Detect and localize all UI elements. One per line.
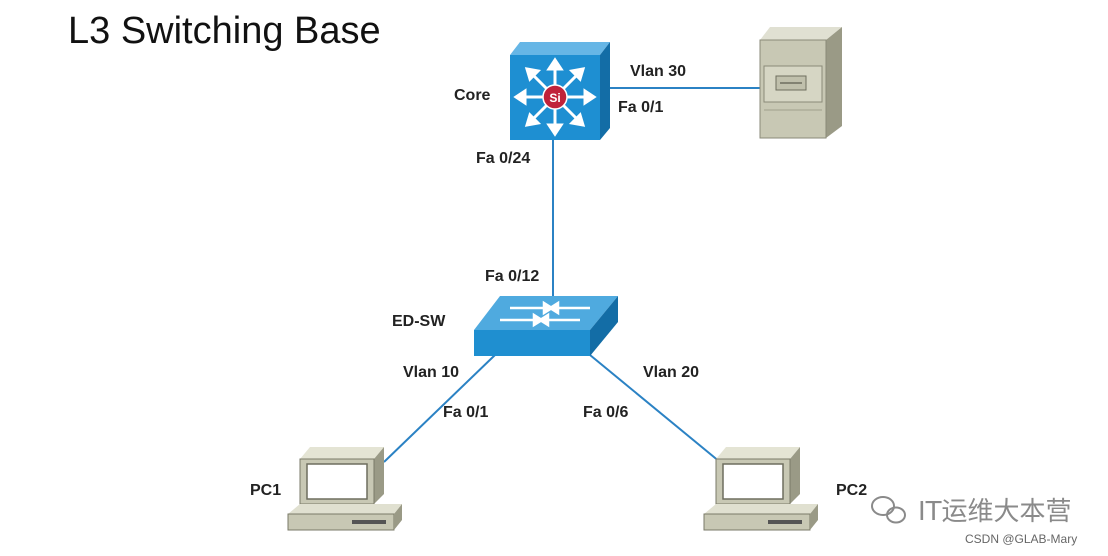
link-edge-pc2: [589, 354, 721, 463]
edge-fa06-label: Fa 0/6: [583, 404, 629, 421]
core-label: Core: [454, 87, 491, 104]
watermark-text: IT运维大本营: [918, 497, 1072, 527]
vlan20-label: Vlan 20: [643, 364, 700, 381]
diagram-title: L3 Switching Base: [68, 10, 381, 52]
layer3-switch-icon: Si: [510, 42, 610, 140]
pc1-label: PC1: [250, 482, 282, 499]
server-icon: [759, 27, 842, 139]
pc2-label: PC2: [836, 482, 868, 499]
watermark-credit: CSDN @GLAB-Mary: [965, 532, 1078, 546]
pc2-icon: [703, 447, 818, 531]
link-edge-pc1: [383, 354, 496, 463]
layer2-switch-icon: [474, 296, 618, 356]
edge-switch-label: ED-SW: [392, 313, 446, 330]
core-fa01-label: Fa 0/1: [618, 99, 664, 116]
core-fa024-label: Fa 0/24: [476, 150, 531, 167]
wechat-icon: [871, 496, 906, 524]
pc1-icon: [287, 447, 402, 531]
svg-text:Si: Si: [549, 91, 560, 105]
edge-fa012-label: Fa 0/12: [485, 268, 540, 285]
vlan10-label: Vlan 10: [403, 364, 460, 381]
edge-fa01-label: Fa 0/1: [443, 404, 489, 421]
vlan30-label: Vlan 30: [630, 63, 687, 80]
